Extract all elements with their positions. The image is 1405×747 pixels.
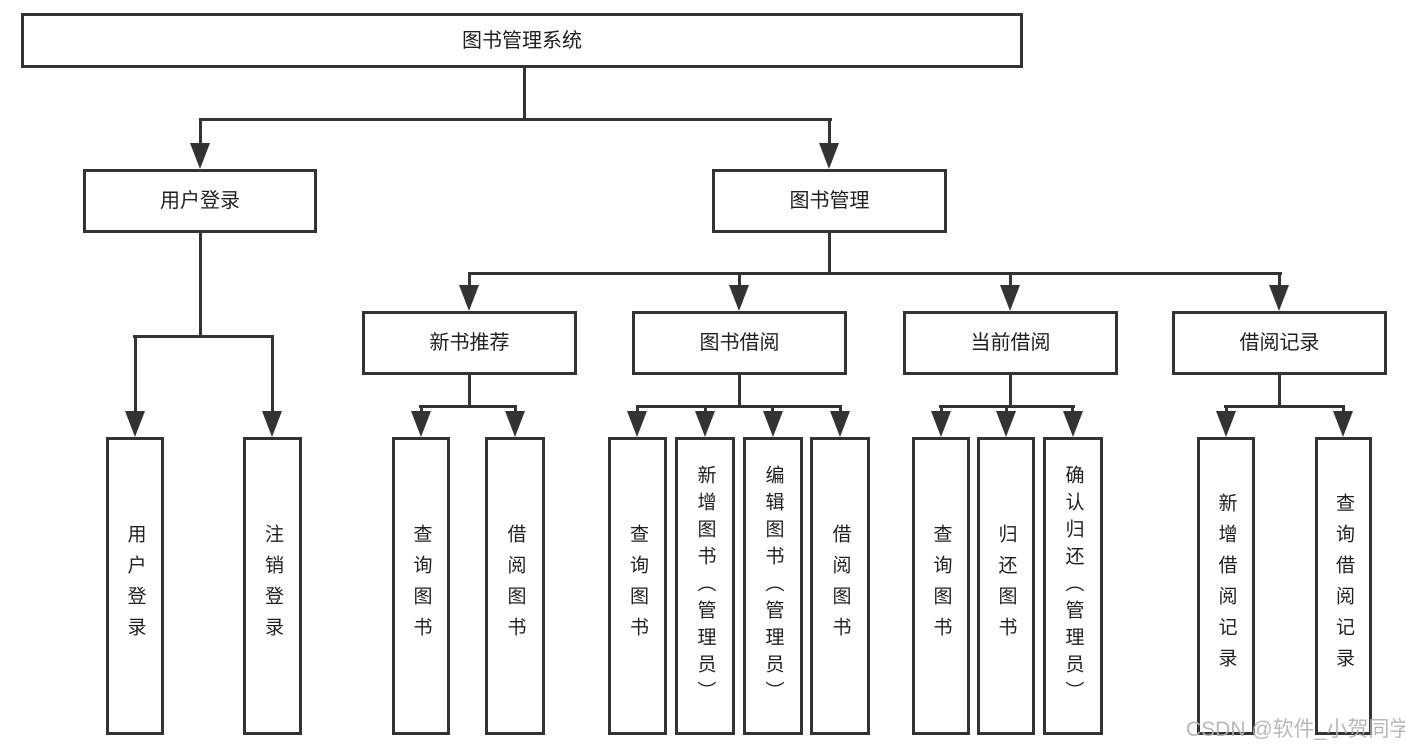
- arrowhead-down-icon: [763, 411, 783, 437]
- arrowhead-down-icon: [819, 143, 839, 169]
- connector-vline: [1071, 405, 1074, 413]
- node-book-management: 图书管理: [712, 169, 947, 233]
- node-current-borrow: 当前借阅: [903, 311, 1118, 375]
- arrowhead-down-icon: [931, 411, 951, 437]
- connector-vline: [738, 375, 741, 407]
- leaf-query-books-current: 查询图书: [912, 437, 970, 735]
- arrowhead-down-icon: [459, 285, 479, 311]
- arrowhead-down-icon: [627, 411, 647, 437]
- arrowhead-down-icon: [1333, 411, 1353, 437]
- leaf-edit-book-admin: 编辑图书（管理员）: [743, 437, 803, 735]
- node-borrow-records: 借阅记录: [1172, 311, 1387, 375]
- connector-vline: [199, 121, 202, 145]
- leaf-add-borrow-record: 新增借阅记录: [1197, 437, 1255, 735]
- node-root-library-system: 图书管理系统: [21, 13, 1023, 68]
- connector-hline: [1224, 405, 1345, 408]
- leaf-query-books-recommend: 查询图书: [392, 437, 450, 735]
- connector-vline: [1342, 405, 1345, 413]
- connector-vline: [468, 275, 471, 287]
- arrowhead-down-icon: [695, 411, 715, 437]
- leaf-query-borrow-record: 查询借阅记录: [1315, 437, 1372, 735]
- connector-vline: [134, 338, 137, 414]
- connector-vline: [523, 68, 526, 121]
- connector-hline: [199, 118, 832, 121]
- connector-vline: [771, 405, 774, 413]
- connector-vline: [839, 405, 842, 413]
- leaf-borrow-books: 借阅图书: [810, 437, 870, 735]
- arrowhead-down-icon: [830, 411, 850, 437]
- connector-vline: [1005, 405, 1008, 413]
- connector-vline: [271, 338, 274, 414]
- arrowhead-down-icon: [1216, 411, 1236, 437]
- arrowhead-down-icon: [1063, 411, 1083, 437]
- connector-vline: [514, 405, 517, 413]
- leaf-query-books-borrow: 查询图书: [608, 437, 667, 735]
- connector-hline: [468, 272, 1282, 275]
- connector-hline: [419, 405, 517, 408]
- connector-hline: [636, 405, 842, 408]
- connector-vline: [1278, 375, 1281, 407]
- connector-vline: [420, 405, 423, 413]
- arrowhead-down-icon: [996, 411, 1016, 437]
- leaf-confirm-return-admin: 确认归还（管理员）: [1043, 437, 1103, 735]
- arrowhead-down-icon: [411, 411, 431, 437]
- connector-vline: [704, 405, 707, 413]
- connector-vline: [828, 121, 831, 145]
- csdn-watermark: CSDN @软件_小贺同学: [1186, 718, 1405, 741]
- connector-vline: [636, 405, 639, 413]
- connector-vline: [738, 275, 741, 287]
- arrowhead-down-icon: [1269, 285, 1289, 311]
- leaf-logout: 注销登录: [243, 437, 302, 735]
- connector-vline: [468, 375, 471, 407]
- arrowhead-down-icon: [729, 285, 749, 311]
- connector-vline: [1225, 405, 1228, 413]
- arrowhead-down-icon: [1000, 285, 1020, 311]
- arrowhead-down-icon: [505, 411, 525, 437]
- connector-vline: [828, 233, 831, 275]
- leaf-borrow-books-recommend: 借阅图书: [485, 437, 545, 735]
- leaf-user-login: 用户登录: [106, 437, 164, 735]
- arrowhead-down-icon: [125, 411, 145, 437]
- node-new-book-recommend: 新书推荐: [362, 311, 577, 375]
- connector-hline: [133, 335, 274, 338]
- connector-vline: [1278, 275, 1281, 287]
- leaf-return-books: 归还图书: [977, 437, 1035, 735]
- arrowhead-down-icon: [190, 143, 210, 169]
- arrowhead-down-icon: [262, 411, 282, 437]
- connector-vline: [1009, 275, 1012, 287]
- connector-vline: [1009, 375, 1012, 407]
- leaf-add-book-admin: 新增图书（管理员）: [675, 437, 735, 735]
- node-book-borrow: 图书借阅: [632, 311, 847, 375]
- connector-vline: [940, 405, 943, 413]
- node-user-login: 用户登录: [83, 169, 317, 233]
- connector-vline: [199, 233, 202, 337]
